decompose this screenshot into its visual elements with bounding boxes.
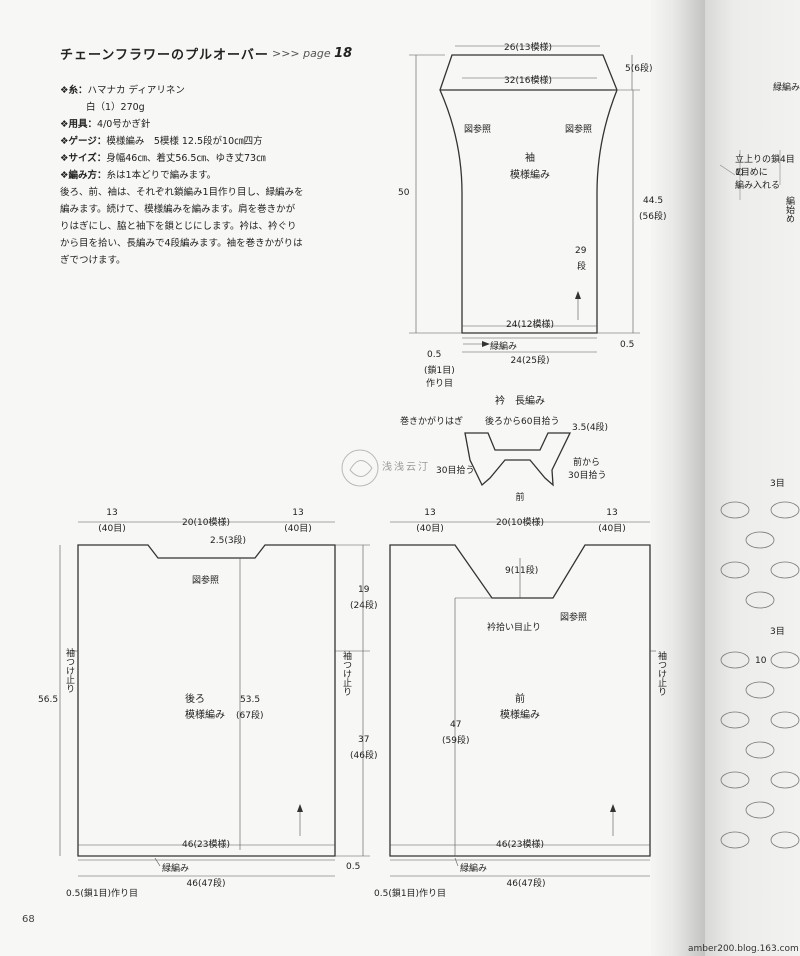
sleeve-inner-width: 32(16模様) — [504, 76, 552, 86]
back-border: 緑編み — [162, 864, 190, 874]
side-length: 37 — [358, 735, 370, 745]
back-body-rows: (67段) — [236, 711, 264, 721]
collar-outline — [464, 432, 572, 487]
front-border: 緑編み — [460, 864, 488, 874]
sleeve-total-length: 50 — [398, 188, 410, 198]
collar-front: 前 — [515, 493, 525, 503]
back-neck-depth: 2.5(3段) — [210, 536, 247, 546]
sleeve-corner-note2: 作り目 — [426, 379, 454, 389]
front-side-rows: (59段) — [442, 736, 470, 746]
right-page — [705, 0, 800, 956]
front-neck-pick: 衿拾い目止り — [487, 623, 542, 633]
front-corner: 0.5(鎖1目)作り目 — [374, 889, 447, 899]
back-dim-right-sts: (40目) — [284, 524, 312, 534]
sleeve-corner-note1: (鎖1目) — [424, 366, 455, 376]
right-page-note3: 編み入れる — [735, 181, 781, 191]
front-neck-depth: 9(11段) — [505, 566, 539, 576]
back-corner: 0.5(鎖1目)作り目 — [66, 889, 139, 899]
side-rows: (46段) — [350, 751, 378, 761]
front-bottom-pattern: 46(23模様) — [496, 840, 544, 850]
front-ref: 図参照 — [560, 613, 588, 623]
back-armhole-left: 袖つけ止り — [64, 648, 74, 693]
between-corner: 0.5 — [346, 862, 361, 872]
spec-tools: ❖用具：4/0号かぎ針 — [60, 119, 151, 130]
sleeve-bottom-rows: 24(25段) — [510, 356, 550, 366]
front-dim-right: 13 — [606, 508, 618, 518]
sleeve-side-length: 44.5 — [643, 196, 664, 206]
collar-right-pick2: 30目拾う — [568, 471, 607, 481]
collar-rows: 3.5(4段) — [572, 423, 609, 433]
sleeve-inc-rows: 段 — [577, 262, 587, 272]
back-dim-right: 13 — [292, 508, 304, 518]
collar-join-note: 巻きかがりはぎ — [400, 417, 464, 427]
sleeve-side-rows: (56段) — [639, 212, 667, 222]
back-bottom-rows: 46(47段) — [186, 879, 226, 889]
front-pattern: 模様編み — [500, 710, 540, 721]
back-body-length: 53.5 — [240, 695, 261, 705]
collar-title: 衿 長編み — [495, 396, 545, 407]
back-outline — [77, 544, 336, 857]
front-dim-left: 13 — [424, 508, 436, 518]
sleeve-corner-right: 0.5 — [620, 340, 635, 350]
front-dim-right-sts: (40目) — [598, 524, 626, 534]
back-armhole-right: 袖つけ止り — [341, 651, 351, 696]
spec-size: ❖サイズ：身幅46㎝、着丈56.5㎝、ゆき丈73㎝ — [60, 153, 266, 164]
sleeve-cap-rows: 5(6段) — [625, 64, 653, 74]
armhole-length: 19 — [358, 585, 370, 595]
source-url: amber200.blog.163.com — [688, 944, 799, 954]
right-page-row3a: 3目 — [770, 479, 785, 489]
right-page-num10: 10 — [755, 656, 767, 666]
sleeve-ref-right: 図参照 — [565, 125, 593, 135]
front-armhole-right: 袖つけ止り — [656, 651, 666, 696]
page-number: 68 — [22, 914, 35, 925]
back-dim-mid: 20(10模様) — [182, 518, 230, 528]
watermark: 浅浅云汀 — [382, 462, 430, 473]
sleeve-border: 緑編み — [490, 342, 518, 352]
front-dim-mid: 20(10模様) — [496, 518, 544, 528]
sleeve-outline — [439, 54, 618, 334]
back-dim-left: 13 — [106, 508, 118, 518]
right-page-row3b: 3目 — [770, 627, 785, 637]
back-name: 後ろ — [185, 694, 205, 705]
spec-method: ❖編み方：糸は1本どりで編みます。 — [60, 170, 217, 181]
sleeve-pattern: 模様編み — [510, 170, 550, 181]
sleeve-bottom-pattern: 24(12模様) — [506, 320, 554, 330]
sleeve-inc-length: 29 — [575, 246, 587, 256]
page-title: チェーンフラワーのプルオーバー — [60, 48, 269, 63]
back-ref: 図参照 — [192, 576, 220, 586]
armhole-rows: (24段) — [350, 601, 378, 611]
sleeve-ref-left: 図参照 — [464, 125, 492, 135]
front-name: 前 — [515, 694, 525, 705]
collar-left-pick: 30目拾う — [436, 466, 475, 476]
book-gutter — [650, 0, 710, 956]
front-dim-left-sts: (40目) — [416, 524, 444, 534]
back-total: 56.5 — [38, 695, 59, 705]
right-page-note4: 編始め — [784, 196, 794, 223]
sleeve-corner-left: 0.5 — [427, 350, 442, 360]
collar-right-pick1: 前から — [573, 458, 601, 468]
right-page-header: 緑編み — [773, 83, 800, 93]
sleeve-top-width: 26(13模様) — [504, 43, 552, 53]
front-bottom-rows: 46(47段) — [506, 879, 546, 889]
back-pattern: 模様編み — [185, 710, 225, 721]
sleeve-name: 袖 — [525, 153, 535, 164]
spec-yarn: ❖糸：ハマナカ ディアリネン — [60, 85, 185, 96]
right-page-note1: 立上りの鎖4目の — [735, 155, 795, 178]
front-outline — [389, 544, 651, 857]
back-dim-left-sts: (40目) — [98, 524, 126, 534]
spec-yarn-amount: 白（1）270g — [86, 102, 145, 113]
front-side-length: 47 — [450, 720, 462, 730]
page-reference: >>> page 18 — [272, 46, 353, 61]
right-page-note2: 1目めに — [735, 168, 768, 178]
spec-gauge: ❖ゲージ：模様編み 5模様 12.5段が10㎝四方 — [60, 136, 263, 147]
back-bottom-pattern: 46(23模様) — [182, 840, 230, 850]
collar-back-pick: 後ろから60目拾う — [485, 417, 560, 427]
instructions-text: 後ろ、前、袖は、それぞれ鎖編み1目作り目し、緑編みを編みます。続けて、模様編みを… — [60, 187, 304, 266]
